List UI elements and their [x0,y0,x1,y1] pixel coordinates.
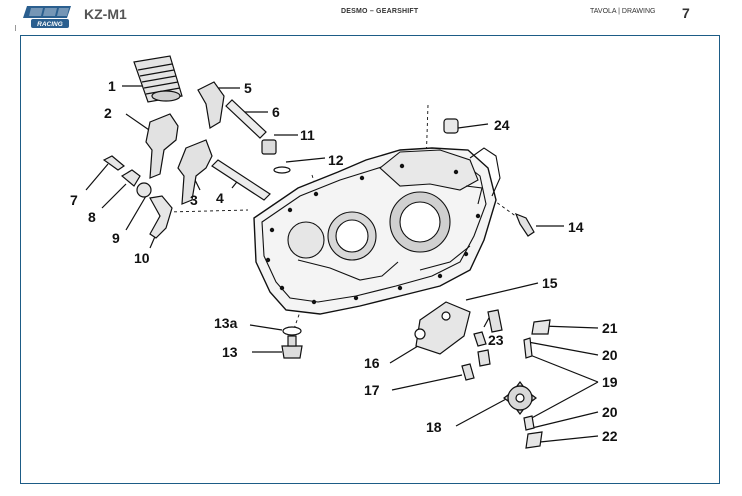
part-label-15: 15 [542,275,558,291]
part-label-8: 8 [88,209,96,225]
page-title: DESMO – GEARSHIFT [341,8,419,15]
part-label-11: 11 [300,127,315,143]
part-label-6: 6 [272,104,280,120]
part-label-3: 3 [190,192,198,208]
part-label-17: 17 [364,382,380,398]
part-label-13a: 13a [214,315,238,331]
exploded-parts-diagram: 1 2 3 4 5 6 7 8 9 10 11 12 13a 13 14 15 … [70,55,618,449]
part-label-12: 12 [328,152,344,168]
part-label-14: 14 [568,219,584,235]
part-label-9: 9 [112,230,120,246]
margin-mark [15,25,16,31]
logo-racing-text: RACING [37,21,63,28]
drawing-label: TAVOLA | DRAWING [590,8,656,15]
model-name: KZ-M1 [84,6,127,22]
part-label-13: 13 [222,344,238,360]
brand-logo: RACING [23,6,71,28]
part-label-4: 4 [216,190,224,206]
part-label-22: 22 [602,428,618,444]
page-number: 7 [682,5,690,21]
part-label-10: 10 [134,250,150,266]
part-label-21: 21 [602,320,618,336]
part-label-24: 24 [494,117,510,133]
part-label-18: 18 [426,419,442,435]
part-label-20-upper: 20 [602,347,618,363]
part-label-19: 19 [602,374,618,390]
part-label-7: 7 [70,192,78,208]
drawing-frame [20,35,720,484]
part-label-23: 23 [488,332,504,348]
part-label-5: 5 [244,80,252,96]
part-label-2: 2 [104,105,112,121]
part-label-20-lower: 20 [602,404,618,420]
part-label-1: 1 [108,78,116,94]
part-label-16: 16 [364,355,380,371]
